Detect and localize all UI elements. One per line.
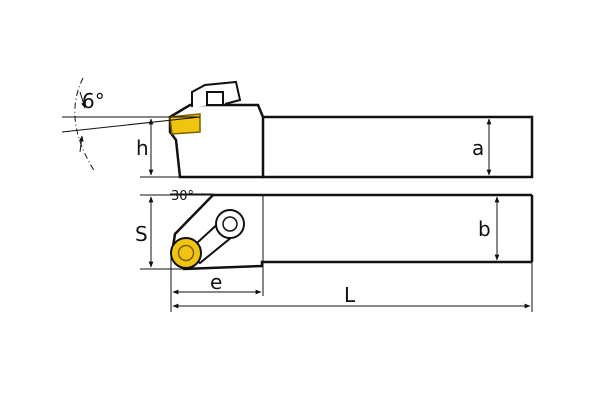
angle-arc: [74, 77, 96, 173]
s-label: S: [135, 222, 148, 246]
top-view: 30° S b e L: [135, 189, 534, 312]
round-insert-hole: [177, 244, 195, 262]
a-label: a: [472, 136, 484, 160]
clamp-screw-top-inner: [222, 216, 238, 232]
angle-clearance-label: 6°: [82, 89, 105, 113]
e-label: e: [210, 270, 222, 294]
l-label: L: [344, 283, 356, 307]
reference-line-inclined: [61, 116, 201, 133]
clamp-screw-side: [206, 91, 224, 106]
b-label: b: [478, 217, 491, 241]
h-label: h: [136, 136, 149, 160]
side-view-shank: [262, 115, 534, 179]
side-view: 6° h a: [61, 77, 534, 179]
angle-lead-label: 30°: [171, 189, 194, 204]
